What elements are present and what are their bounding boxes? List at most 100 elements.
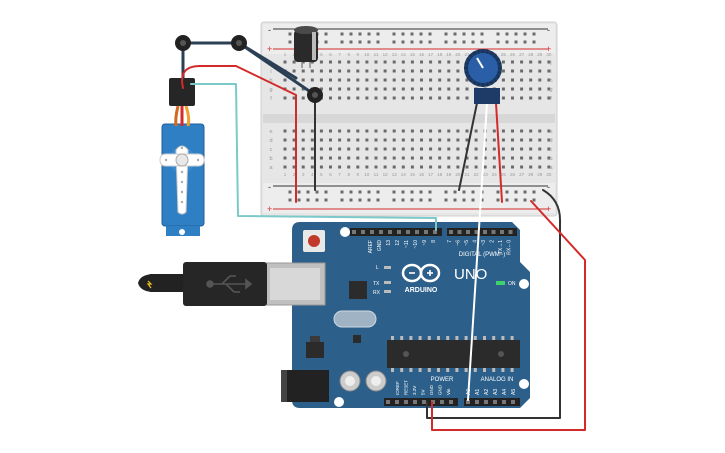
header-pin[interactable] (404, 400, 408, 404)
breadboard-hole[interactable] (420, 147, 423, 151)
breadboard-hole[interactable] (511, 147, 514, 151)
breadboard-hole[interactable] (374, 78, 378, 82)
rail-hole[interactable] (523, 198, 527, 202)
rail-hole[interactable] (410, 198, 414, 202)
rail-hole[interactable] (358, 40, 362, 44)
breadboard-hole[interactable] (347, 138, 351, 142)
rail-hole[interactable] (471, 40, 475, 44)
breadboard-hole[interactable] (456, 147, 460, 151)
breadboard-hole[interactable] (465, 96, 469, 100)
rail-hole[interactable] (288, 40, 292, 44)
breadboard-hole[interactable] (356, 165, 360, 169)
breadboard-hole[interactable] (301, 156, 305, 160)
breadboard-hole[interactable] (329, 156, 332, 160)
breadboard-hole[interactable] (383, 69, 387, 73)
breadboard-hole[interactable] (538, 165, 542, 169)
breadboard-hole[interactable] (529, 78, 533, 82)
rail-hole[interactable] (297, 190, 301, 194)
rail-hole[interactable] (419, 190, 423, 194)
breadboard-hole[interactable] (501, 147, 505, 151)
rail-hole[interactable] (401, 40, 405, 44)
header-pin[interactable] (484, 400, 488, 404)
breadboard-hole[interactable] (301, 138, 305, 142)
rail-hole[interactable] (514, 198, 518, 202)
breadboard-hole[interactable] (310, 69, 314, 73)
breadboard-hole[interactable] (392, 69, 396, 73)
rail-hole[interactable] (428, 198, 432, 202)
breadboard-hole[interactable] (429, 78, 433, 82)
wire-5v-rail[interactable] (431, 200, 586, 431)
breadboard-hole[interactable] (383, 78, 387, 82)
breadboard-hole[interactable] (538, 78, 542, 82)
breadboard-hole[interactable] (529, 96, 533, 100)
header-pin[interactable] (502, 400, 506, 404)
rail-hole[interactable] (462, 40, 466, 44)
rail-hole[interactable] (462, 198, 466, 202)
rail-hole[interactable] (532, 198, 536, 202)
breadboard-hole[interactable] (410, 60, 414, 64)
header-pin[interactable] (388, 230, 392, 234)
breadboard-hole[interactable] (520, 156, 524, 160)
breadboard-hole[interactable] (329, 96, 332, 100)
breadboard-hole[interactable] (501, 138, 505, 142)
breadboard-hole[interactable] (347, 156, 351, 160)
rail-hole[interactable] (306, 190, 310, 194)
breadboard-hole[interactable] (438, 69, 442, 73)
breadboard-hole[interactable] (329, 165, 332, 169)
breadboard-hole[interactable] (338, 69, 342, 73)
breadboard-hole[interactable] (329, 78, 332, 82)
breadboard-hole[interactable] (501, 96, 505, 100)
rail-hole[interactable] (453, 198, 457, 202)
rail-hole[interactable] (288, 190, 292, 194)
rail-hole[interactable] (453, 32, 457, 36)
breadboard-hole[interactable] (347, 69, 351, 73)
rail-hole[interactable] (453, 190, 457, 194)
breadboard-hole[interactable] (338, 78, 342, 82)
breadboard-hole[interactable] (420, 129, 423, 133)
breadboard-hole[interactable] (392, 156, 396, 160)
header-pin[interactable] (457, 230, 462, 234)
breadboard-hole[interactable] (374, 129, 378, 133)
rail-hole[interactable] (392, 40, 396, 44)
breadboard-hole[interactable] (474, 138, 478, 142)
breadboard-hole[interactable] (383, 138, 387, 142)
rail-hole[interactable] (505, 32, 509, 36)
breadboard-hole[interactable] (511, 165, 514, 169)
breadboard-hole[interactable] (511, 129, 514, 133)
breadboard-hole[interactable] (392, 78, 396, 82)
header-pin[interactable] (508, 230, 513, 234)
breadboard-hole[interactable] (410, 87, 414, 91)
breadboard-hole[interactable] (365, 156, 369, 160)
breadboard-hole[interactable] (292, 87, 296, 91)
breadboard-hole[interactable] (501, 87, 505, 91)
breadboard-hole[interactable] (392, 96, 396, 100)
breadboard-hole[interactable] (401, 138, 405, 142)
breadboard-hole[interactable] (356, 156, 360, 160)
breadboard-hole[interactable] (511, 87, 514, 91)
breadboard-hole[interactable] (347, 60, 351, 64)
breadboard-hole[interactable] (538, 69, 542, 73)
header-pin[interactable] (466, 230, 470, 234)
breadboard-hole[interactable] (310, 156, 314, 160)
wire-signal[interactable] (190, 83, 437, 231)
rail-hole[interactable] (410, 40, 414, 44)
breadboard-hole[interactable] (447, 147, 451, 151)
rail-hole[interactable] (392, 190, 396, 194)
wire-pot-signal[interactable] (467, 102, 488, 401)
breadboard-hole[interactable] (420, 69, 423, 73)
breadboard-hole[interactable] (392, 138, 396, 142)
rail-hole[interactable] (349, 32, 353, 36)
rail-hole[interactable] (349, 190, 353, 194)
breadboard-hole[interactable] (529, 147, 533, 151)
breadboard-hole[interactable] (283, 156, 287, 160)
breadboard-hole[interactable] (511, 60, 514, 64)
breadboard-hole[interactable] (511, 96, 514, 100)
rail-hole[interactable] (471, 198, 475, 202)
breadboard-hole[interactable] (401, 165, 405, 169)
header-pin[interactable] (361, 230, 365, 234)
breadboard-hole[interactable] (456, 60, 460, 64)
breadboard-hole[interactable] (529, 129, 533, 133)
breadboard-hole[interactable] (520, 87, 524, 91)
header-pin[interactable] (406, 230, 410, 234)
breadboard-hole[interactable] (374, 156, 378, 160)
